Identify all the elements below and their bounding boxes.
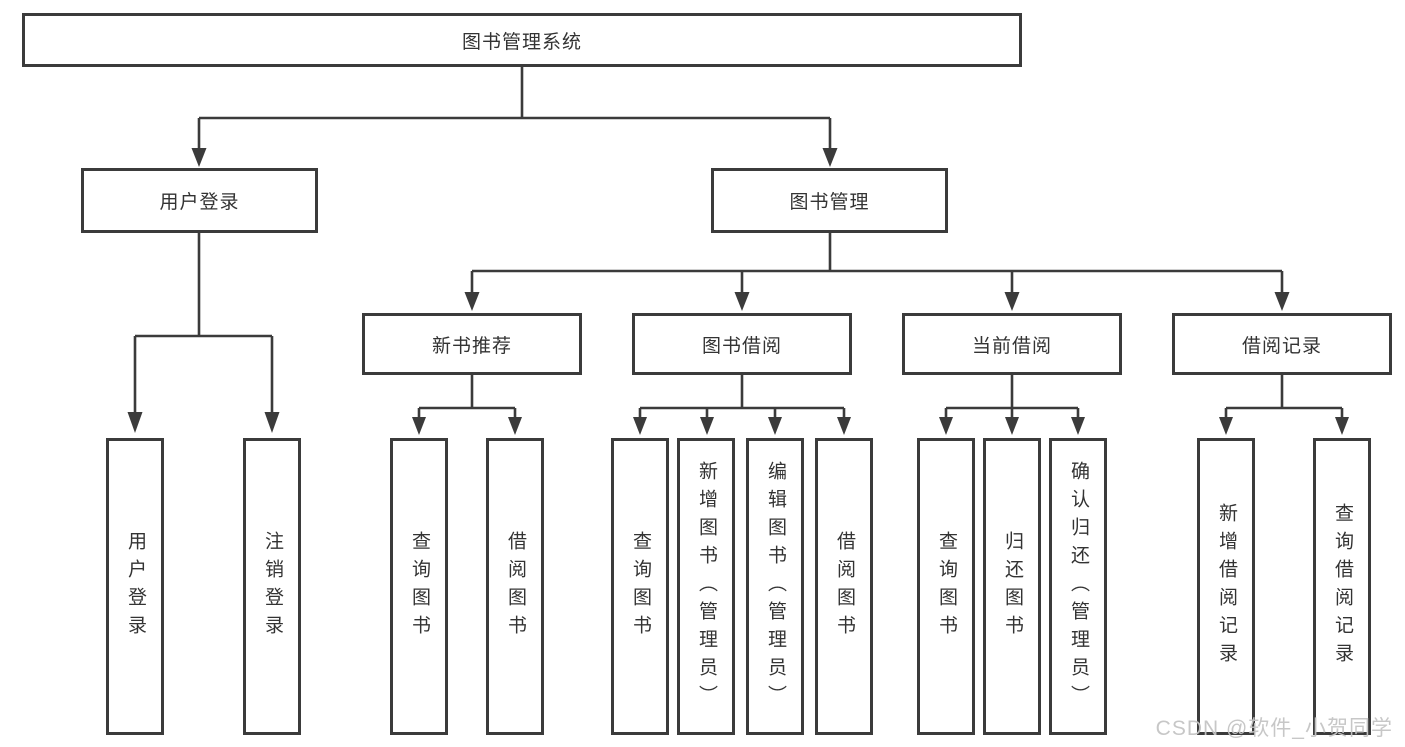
node-root-label: 图书管理系统	[461, 31, 582, 53]
leaf-current-return-books: 归还图书	[983, 438, 1041, 735]
node-book-management: 图书管理	[711, 168, 948, 233]
leaf-current-confirm-return-admin: 确认归还（管理员）	[1049, 438, 1107, 735]
leaf-logout-label: 注销登录	[261, 530, 283, 643]
leaf-borrowing-add-books-admin: 新增图书（管理员）	[677, 438, 735, 735]
leaf-borrowing-add-books-admin-label: 新增图书（管理员）	[695, 460, 717, 713]
leaf-borrowing-borrow-books: 借阅图书	[815, 438, 873, 735]
node-current-borrowing: 当前借阅	[902, 313, 1122, 375]
leaf-records-query-borrow-record-label: 查询借阅记录	[1331, 502, 1353, 671]
node-borrow-records-label: 借阅记录	[1241, 335, 1322, 357]
node-new-book-recommend: 新书推荐	[362, 313, 582, 375]
node-current-borrowing-label: 当前借阅	[971, 335, 1052, 357]
leaf-records-add-borrow-record: 新增借阅记录	[1197, 438, 1255, 735]
leaf-user-login-label: 用户登录	[124, 530, 146, 643]
node-user-login-label: 用户登录	[159, 192, 240, 213]
leaf-current-query-books: 查询图书	[917, 438, 975, 735]
node-new-book-recommend-label: 新书推荐	[431, 335, 512, 357]
leaf-newbook-borrow-books: 借阅图书	[486, 438, 544, 735]
leaf-records-add-borrow-record-label: 新增借阅记录	[1215, 502, 1237, 671]
leaf-borrowing-edit-books-admin: 编辑图书（管理员）	[746, 438, 804, 735]
leaf-borrowing-borrow-books-label: 借阅图书	[833, 530, 855, 643]
node-user-login: 用户登录	[81, 168, 318, 233]
leaf-logout: 注销登录	[243, 438, 301, 735]
leaf-borrowing-query-books-label: 查询图书	[629, 530, 651, 643]
node-book-borrowing-label: 图书借阅	[701, 335, 782, 357]
leaf-newbook-query-books: 查询图书	[390, 438, 448, 735]
leaf-newbook-borrow-books-label: 借阅图书	[504, 530, 526, 643]
leaf-newbook-query-books-label: 查询图书	[408, 530, 430, 643]
leaf-current-confirm-return-admin-label: 确认归还（管理员）	[1067, 460, 1089, 713]
leaf-current-return-books-label: 归还图书	[1001, 530, 1023, 643]
leaf-current-query-books-label: 查询图书	[935, 530, 957, 643]
leaf-borrowing-query-books: 查询图书	[611, 438, 669, 735]
leaf-user-login: 用户登录	[106, 438, 164, 735]
node-book-borrowing: 图书借阅	[632, 313, 852, 375]
leaf-borrowing-edit-books-admin-label: 编辑图书（管理员）	[764, 460, 786, 713]
node-borrow-records: 借阅记录	[1172, 313, 1392, 375]
csdn-watermark: CSDN @软件_小贺同学	[1155, 717, 1393, 740]
node-root: 图书管理系统	[22, 13, 1022, 67]
leaf-records-query-borrow-record: 查询借阅记录	[1313, 438, 1371, 735]
node-book-management-label: 图书管理	[789, 192, 870, 213]
